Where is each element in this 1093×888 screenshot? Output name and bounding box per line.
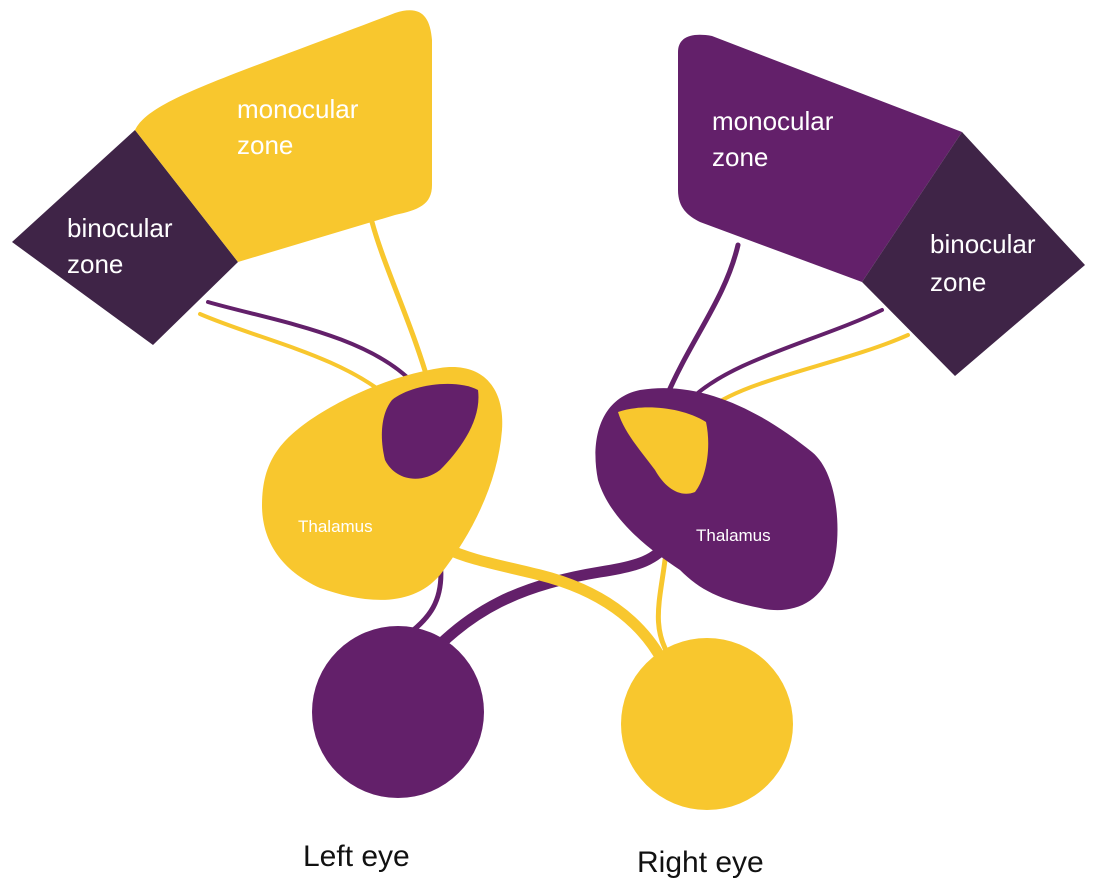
right-binocular-line2: zone [930,267,986,297]
right-monocular-line2: zone [712,142,768,172]
left-eye-circle [312,626,484,798]
right-thalamus: Thalamus [595,388,837,610]
left-binocular-line1: binocular [67,213,173,243]
right-eye-label: Right eye [637,846,764,879]
left-monocular-line1: monocular [237,94,359,124]
left-cortex: monocular zone binocular zone [12,10,432,345]
right-monocular-line1: monocular [712,106,834,136]
left-binocular-line2: zone [67,249,123,279]
right-eye: Right eye [621,638,793,879]
fiber-left-monocular-to-thalamus [372,222,432,395]
right-binocular-line1: binocular [930,229,1036,259]
left-eye: Left eye [303,626,484,873]
left-eye-label: Left eye [303,840,410,873]
fiber-right-monocular-to-thalamus [665,245,738,400]
right-cortex: monocular zone binocular zone [678,35,1085,376]
left-thalamus-label: Thalamus [298,517,373,536]
fiber-right-binocular-yellow [705,335,908,412]
right-eye-circle [621,638,793,810]
fiber-left-binocular-purple [208,302,415,385]
left-monocular-line2: zone [237,130,293,160]
left-thalamus: Thalamus [262,367,502,600]
right-thalamus-label: Thalamus [696,526,771,545]
